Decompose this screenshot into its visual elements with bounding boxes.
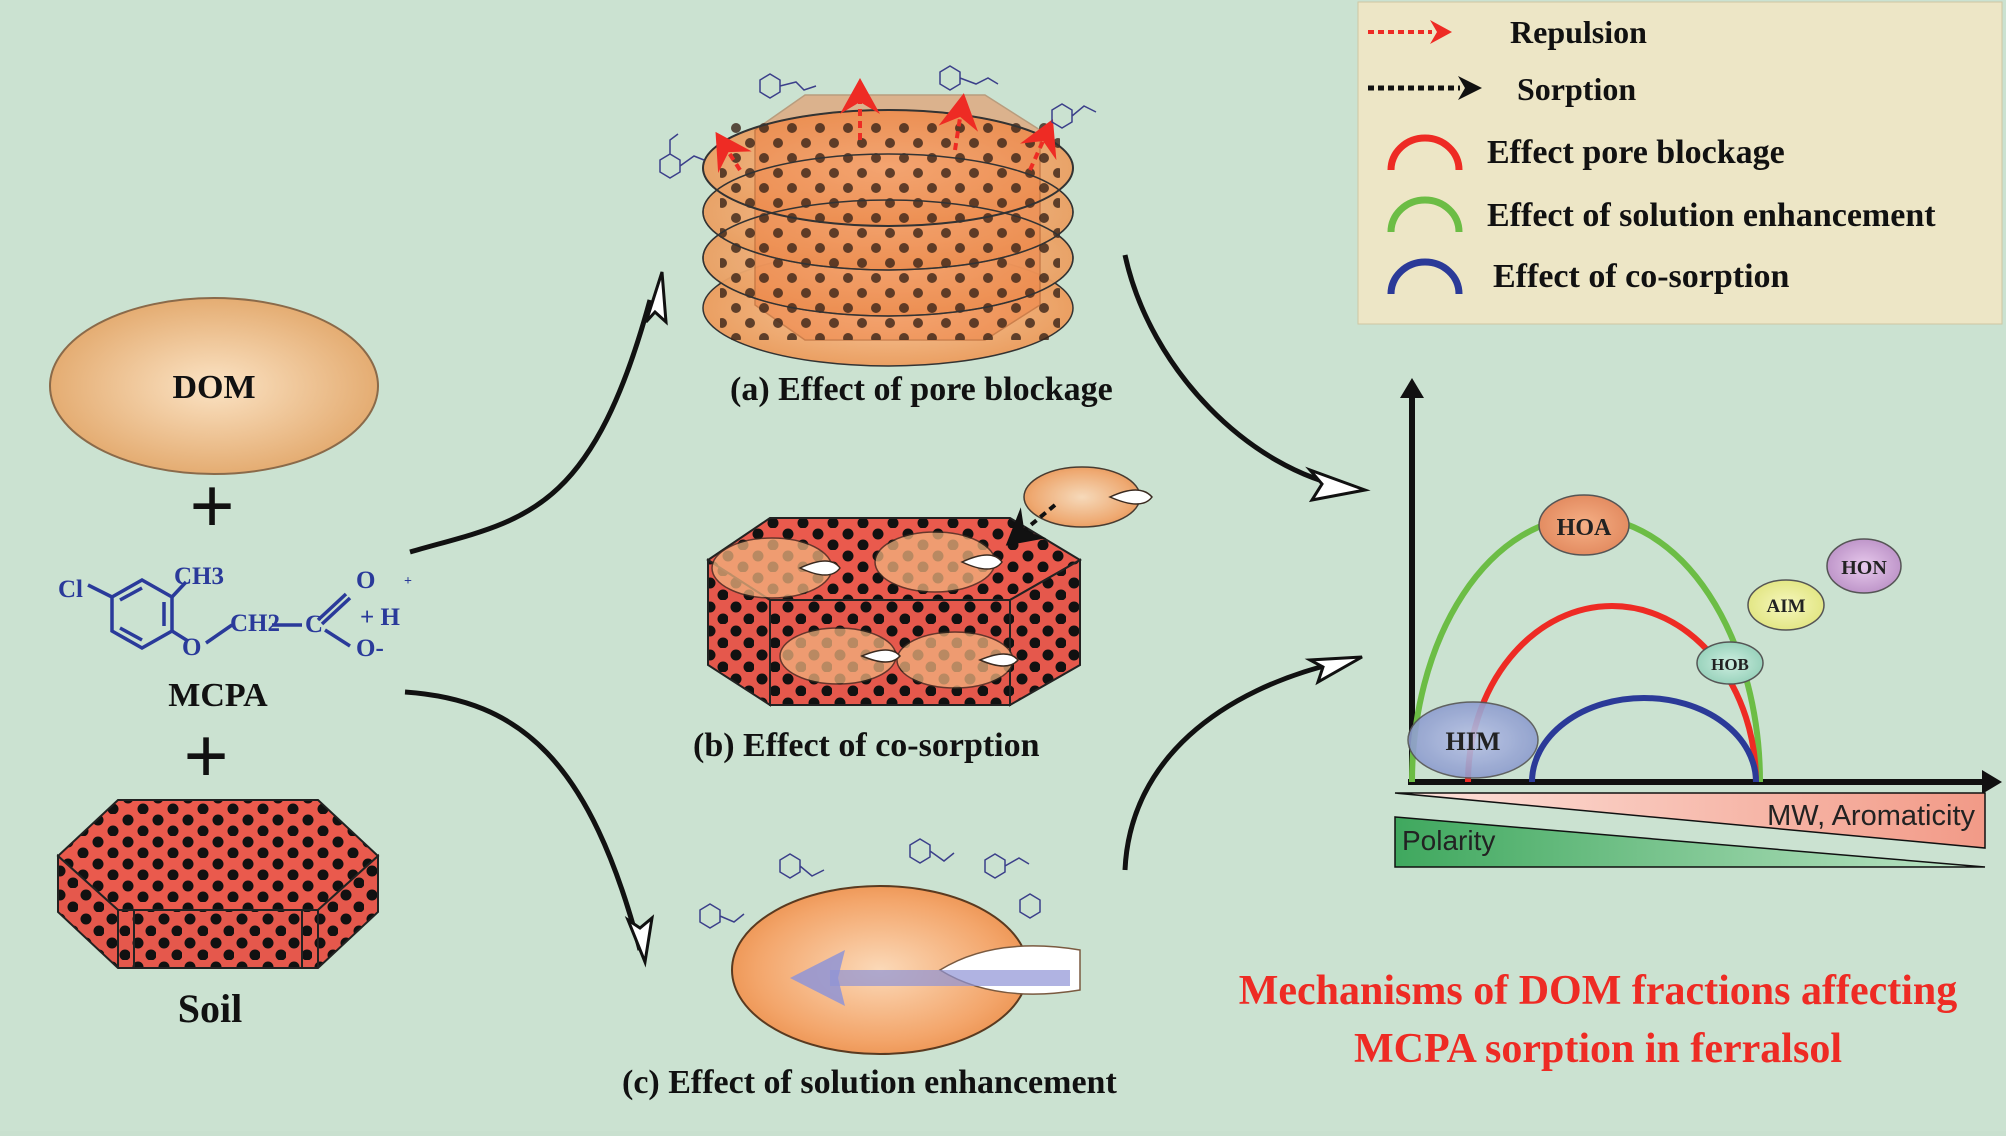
mechanism-graph: HOA HON AIM HOB HIM MW, Aromaticity Pola… xyxy=(1394,378,2002,868)
fraction-hon-label: HON xyxy=(1841,557,1887,579)
legend-solution-enhancement-label: Effect of solution enhancement xyxy=(1487,197,1936,234)
legend-repulsion-label: Repulsion xyxy=(1510,14,1647,50)
fraction-hoa: HOA xyxy=(1538,494,1630,556)
arrow-to-panel-a xyxy=(409,299,653,555)
mcpa-label: MCPA xyxy=(168,677,268,714)
co-sorption-arc xyxy=(1529,695,1759,783)
panel-a-caption: (a) Effect of pore blockage xyxy=(730,371,1113,408)
mcpa-plus-small: + xyxy=(404,574,412,589)
panel-b-caption: (b) Effect of co-sorption xyxy=(693,727,1040,764)
mcpa-structure xyxy=(87,577,352,651)
y-axis-arrowhead-icon xyxy=(1400,378,1424,398)
mcpa-cl-label: Cl xyxy=(58,576,83,603)
mcpa-molecules-a xyxy=(659,65,1097,179)
co-sorbed-dom-particles xyxy=(711,466,1153,689)
fraction-hob: HOB xyxy=(1696,641,1764,685)
legend: Repulsion Sorption Effect pore blockage … xyxy=(1357,1,2003,325)
plus-sign-1: + xyxy=(189,463,235,551)
legend-co-sorption-label: Effect of co-sorption xyxy=(1493,258,1790,295)
mcpa-o-minus-label: O- xyxy=(356,635,384,662)
fraction-hon: HON xyxy=(1826,538,1902,594)
plus-sign-2: + xyxy=(183,713,229,801)
pore-blockage-arc-icon xyxy=(1387,134,1463,171)
co-sorption-arc-icon xyxy=(1387,258,1463,295)
fraction-aim: AIM xyxy=(1747,579,1825,631)
arrowheads xyxy=(624,271,1371,968)
caption-line-1: Mechanisms of DOM fractions affecting xyxy=(1239,968,1958,1014)
repulsion-arrow-icon xyxy=(1368,20,1452,44)
polarity-label: Polarity xyxy=(1402,825,1495,856)
flow-arrows xyxy=(404,254,1351,951)
mcpa-molecules-c xyxy=(699,838,1041,929)
mcpa-ch3-label: CH3 xyxy=(174,563,224,590)
caption-line-2: MCPA sorption in ferralsol xyxy=(1354,1026,1842,1072)
solution-arrow-icon xyxy=(790,950,845,1006)
sorption-arrow-icon xyxy=(1368,76,1482,100)
x-axis-label: MW, Aromaticity xyxy=(1767,800,1975,832)
arrow-to-panel-c xyxy=(404,689,643,951)
pore-blockage-arc xyxy=(1465,603,1759,783)
mcpa-o-ring-label: O xyxy=(182,634,201,661)
solution-enhancement-arc-icon xyxy=(1387,196,1463,233)
soil-label: Soil xyxy=(178,986,242,1031)
polarity-wedge xyxy=(1394,816,1986,868)
legend-sorption-label: Sorption xyxy=(1517,71,1636,107)
panel-c-caption: (c) Effect of solution enhancement xyxy=(622,1064,1117,1101)
fraction-him: HIM xyxy=(1407,701,1539,779)
arrowhead-a-icon xyxy=(644,271,668,326)
fraction-hoa-label: HOA xyxy=(1557,515,1612,541)
mcpa-c-label: C xyxy=(305,611,323,638)
panel-a-illustration xyxy=(702,94,1074,367)
mcpa-h-plus-label: + H xyxy=(360,604,400,631)
arrowhead-c-icon xyxy=(624,914,655,968)
arrowhead-graph-bottom-icon xyxy=(1304,655,1363,686)
legend-box xyxy=(1357,1,2003,325)
arrowhead-graph-top-icon xyxy=(1305,466,1371,503)
mw-aromaticity-wedge xyxy=(1394,792,1986,849)
x-axis-arrowhead-icon xyxy=(1982,770,2002,794)
fraction-him-label: HIM xyxy=(1446,727,1501,756)
dom-ellipse: DOM xyxy=(49,297,379,475)
repulsion-arrows xyxy=(715,78,1057,174)
fraction-hob-label: HOB xyxy=(1711,655,1749,674)
sorption-arrow-b xyxy=(1005,503,1057,546)
arrow-from-panel-a xyxy=(1122,254,1351,491)
soil-prism xyxy=(56,799,380,969)
arrow-from-panel-c xyxy=(1122,659,1341,871)
mcpa-o-double-label: O xyxy=(356,567,375,594)
fraction-aim-label: AIM xyxy=(1766,596,1805,617)
panel-c-illustration xyxy=(731,885,1081,1055)
legend-pore-blockage-label: Effect pore blockage xyxy=(1487,134,1785,171)
dom-label: DOM xyxy=(172,369,255,406)
mcpa-ch2-label: CH2 xyxy=(230,610,280,637)
